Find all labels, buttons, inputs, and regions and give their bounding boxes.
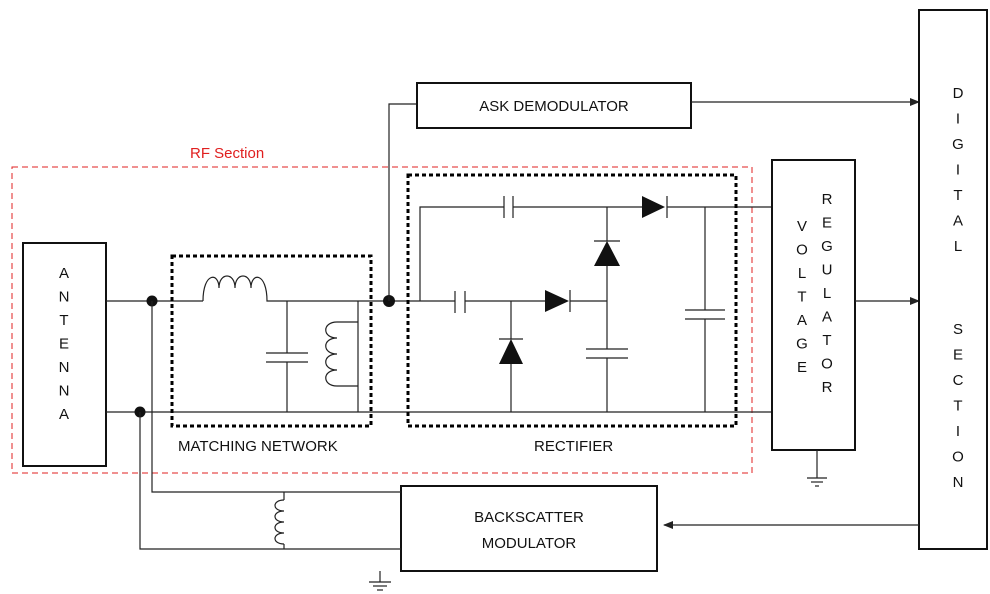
voltage-regulator-block [771, 159, 856, 451]
label-letter: O [952, 449, 964, 466]
label-letter: N [59, 289, 70, 306]
label-letter: I [956, 111, 960, 128]
label-letter: L [954, 238, 962, 255]
label-letter: T [953, 398, 962, 415]
label-letter: A [797, 312, 807, 329]
rf-section-label: RF Section [190, 145, 264, 162]
diode [594, 241, 620, 266]
label-letter: A [822, 309, 832, 326]
modulator-inductor [274, 499, 285, 545]
label-letter: T [797, 289, 806, 306]
label-letter: T [822, 332, 831, 349]
label-letter: G [796, 336, 808, 353]
diode [545, 290, 569, 312]
label-letter: N [953, 474, 964, 491]
label-letter: O [821, 356, 833, 373]
digital-section-block [918, 9, 988, 550]
diode [499, 339, 523, 364]
label-letter: A [953, 213, 963, 230]
backscatter-modulator-label-1: BACKSCATTER [474, 509, 584, 526]
label-letter: E [953, 347, 963, 364]
label-letter: E [59, 336, 69, 353]
label-letter: E [822, 215, 832, 232]
matching-network-label: MATCHING NETWORK [178, 438, 338, 455]
label-letter: D [953, 85, 964, 102]
label-letter: I [956, 423, 960, 440]
label-letter: C [953, 372, 964, 389]
label-letter: R [822, 191, 833, 208]
antenna-block [22, 242, 107, 467]
backscatter-modulator-label-2: MODULATOR [482, 535, 577, 552]
label-letter: L [823, 285, 831, 302]
label-letter: T [59, 312, 68, 329]
label-letter: G [952, 136, 964, 153]
series-inductor [202, 275, 269, 302]
ask-demodulator-block [416, 82, 692, 129]
label-letter: A [59, 406, 69, 423]
backscatter-modulator-block [400, 485, 658, 572]
diode [642, 196, 665, 218]
label-letter: O [796, 242, 808, 259]
label-letter: N [59, 383, 70, 400]
label-letter: I [956, 162, 960, 179]
label-letter: V [797, 218, 807, 235]
label-letter: T [953, 187, 962, 204]
label-letter: R [822, 379, 833, 396]
label-letter: U [822, 262, 833, 279]
label-letter: G [821, 238, 833, 255]
ask-demodulator-label: ASK DEMODULATOR [479, 98, 629, 115]
matching-network-box [170, 254, 373, 428]
label-letter: A [59, 265, 69, 282]
label-letter: L [798, 265, 806, 282]
label-letter: S [953, 321, 963, 338]
rectifier-box [406, 173, 738, 428]
label-letter: N [59, 359, 70, 376]
shunt-inductor [325, 321, 358, 387]
rf-section-frame [11, 166, 753, 474]
rectifier-label: RECTIFIER [534, 438, 613, 455]
label-letter: E [797, 359, 807, 376]
